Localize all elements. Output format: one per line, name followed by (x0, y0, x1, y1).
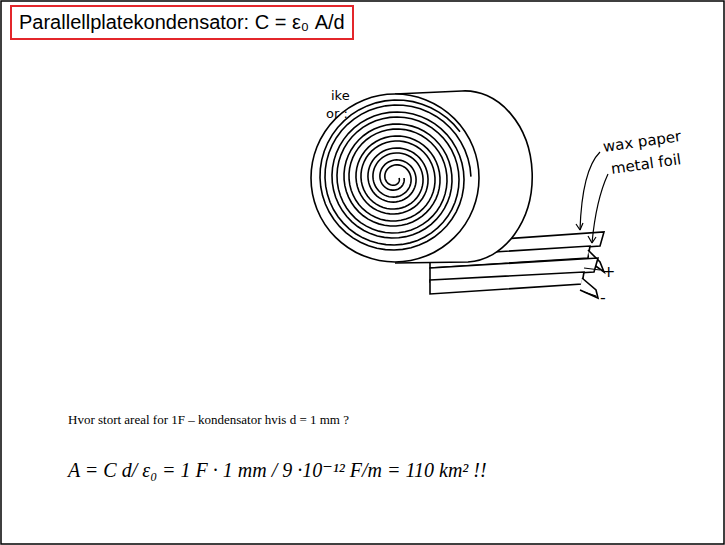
cropped-heading: ike (331, 88, 350, 103)
question-text: Hvor stort areal for 1F – kondensator hv… (68, 412, 349, 428)
spiral-winding (320, 100, 464, 250)
roll-face (311, 94, 479, 262)
terminal-sign: - (600, 288, 606, 307)
terminal-sign: + (602, 262, 615, 281)
leader-arrowhead (588, 236, 596, 243)
terminal-lead (584, 292, 596, 296)
foil-tab (580, 278, 598, 298)
spiral-windings (320, 100, 471, 250)
rolled-capacitor (311, 91, 604, 298)
slide-title: Parallellplatekondensator: C = ε₀ A/d (19, 11, 345, 34)
cropped-heading: or : (326, 106, 348, 121)
leader-line (592, 174, 608, 243)
equation: A = C d/ ε₀ = 1 F · 1 mm / 9 ·10⁻¹² F/m … (68, 458, 487, 482)
leader-arrowhead (576, 223, 583, 230)
leader-line (580, 152, 600, 230)
part-label: metal foil (610, 150, 682, 178)
terminal-lead (584, 268, 600, 270)
title-box: Parallellplatekondensator: C = ε₀ A/d (10, 5, 354, 40)
metal-foil-strip (430, 272, 584, 294)
